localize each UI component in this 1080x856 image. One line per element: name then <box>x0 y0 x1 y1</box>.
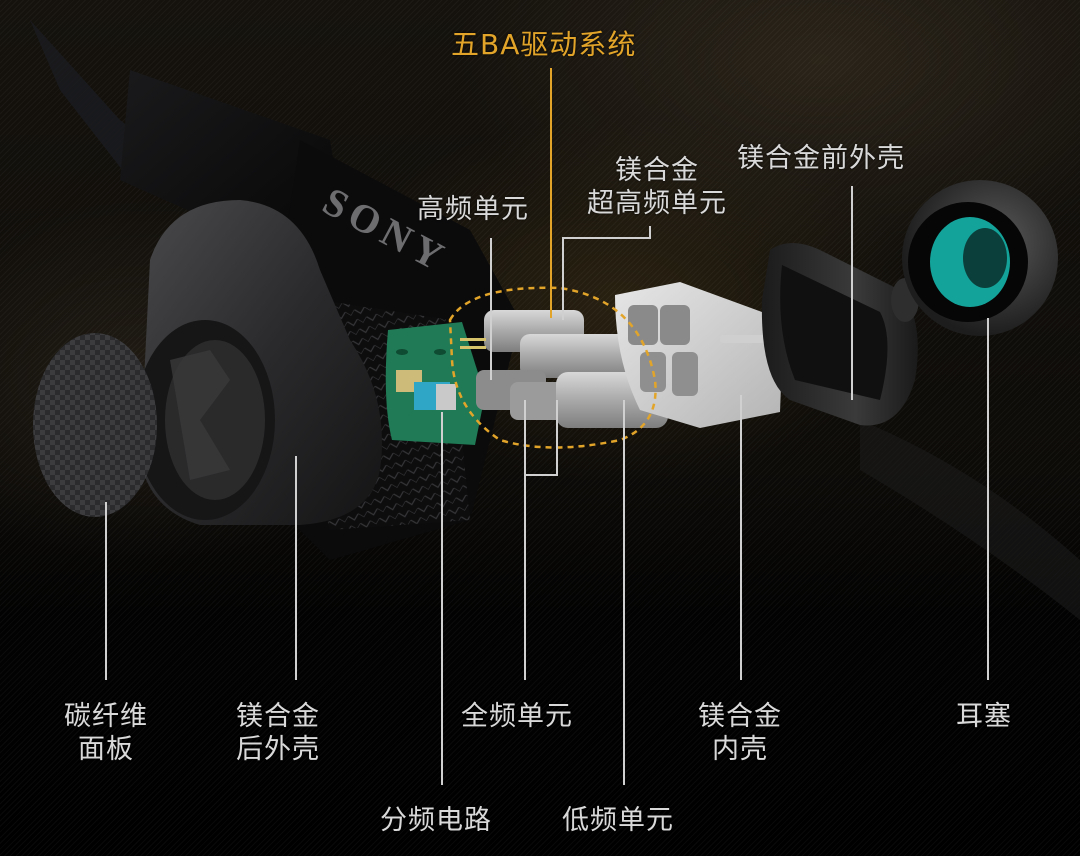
cable-right <box>860 420 1080 620</box>
ear-tip <box>902 180 1058 336</box>
label-super-tweeter: 镁合金 超高频单元 <box>587 155 727 219</box>
label-front-shell: 镁合金前外壳 <box>737 143 905 174</box>
title-five-ba-driver-system: 五BA驱动系统 <box>451 28 637 61</box>
rear-shell <box>135 200 382 525</box>
label-crossover: 分频电路 <box>380 805 492 836</box>
crossover-pcb <box>385 322 485 445</box>
label-tweeter: 高频单元 <box>417 194 529 225</box>
front-shell <box>761 243 919 426</box>
inner-shell <box>615 282 782 428</box>
label-full-range: 全频单元 <box>461 701 573 732</box>
leader-lines <box>105 186 989 785</box>
label-inner-shell: 镁合金 内壳 <box>698 701 782 765</box>
label-ear-tip: 耳塞 <box>956 701 1012 732</box>
connector-body <box>120 70 340 260</box>
label-carbon-panel: 碳纤维 面板 <box>64 701 148 765</box>
label-woofer: 低频单元 <box>562 805 674 836</box>
label-rear-shell: 镁合金 后外壳 <box>236 701 320 765</box>
carbon-fiber-panel <box>33 333 157 517</box>
ba-system-outline <box>448 286 657 449</box>
